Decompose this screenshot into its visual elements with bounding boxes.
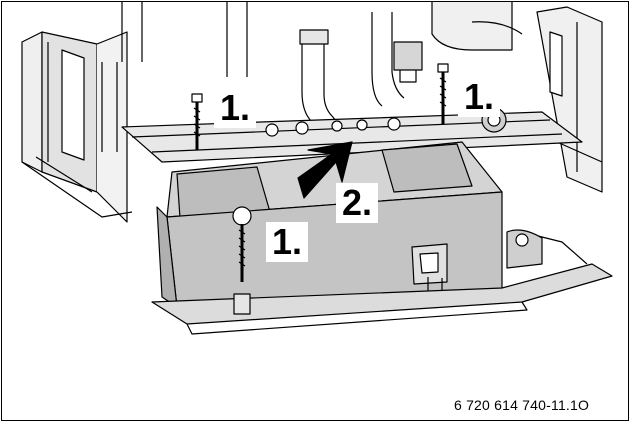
arrow-up-right-icon bbox=[297, 141, 353, 199]
appliance-right-frame bbox=[536, 6, 603, 193]
water-pipes bbox=[121, 2, 523, 133]
appliance-side-frame bbox=[21, 31, 133, 223]
step-label-screw-front: 1. bbox=[266, 222, 309, 262]
figure-code: 6 720 614 740-11.1O bbox=[454, 397, 590, 413]
step-label-screw-upper-right: 1. bbox=[458, 77, 501, 117]
screw-icon bbox=[232, 206, 252, 315]
step-label-screw-upper-left: 1. bbox=[214, 88, 257, 128]
screw-icon bbox=[437, 63, 449, 124]
step-label-lift-direction: 2. bbox=[336, 183, 379, 223]
screw-icon bbox=[191, 93, 203, 150]
control-box-housing bbox=[151, 141, 613, 335]
